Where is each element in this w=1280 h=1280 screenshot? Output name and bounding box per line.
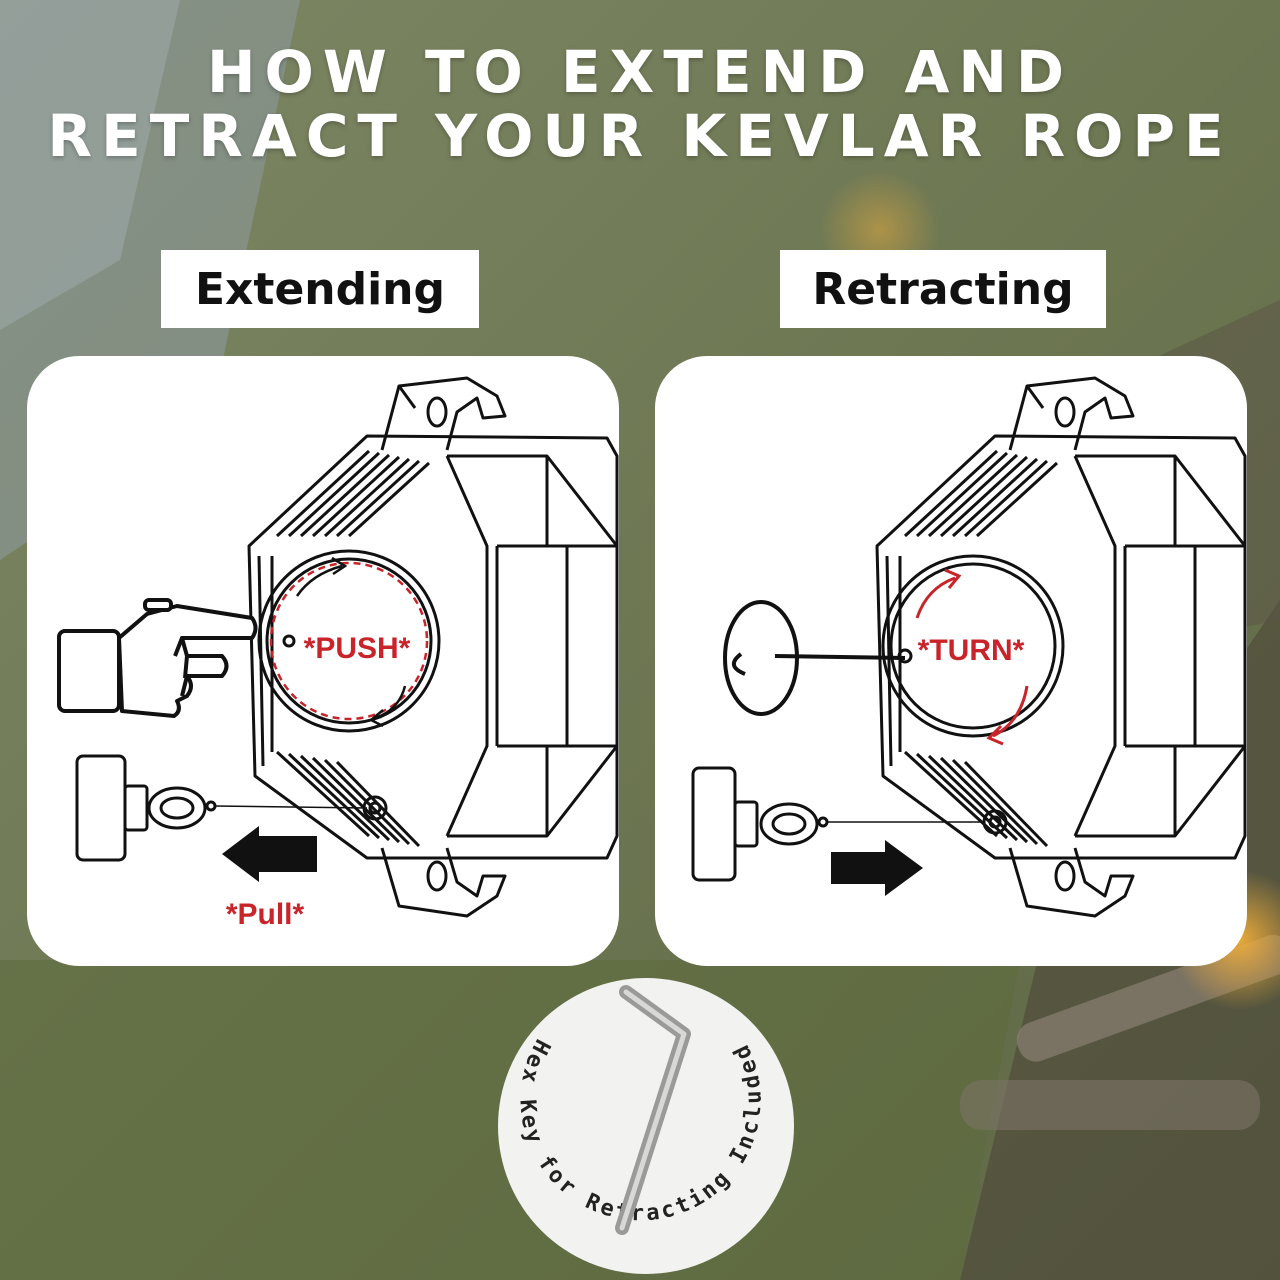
pull-arrow-icon	[222, 826, 317, 882]
extending-panel: *PUSH* *Pull*	[27, 356, 619, 966]
badge-text: Hex Key for Retracting Included	[514, 1035, 763, 1226]
svg-text:Hex Key for Retracting Include: Hex Key for Retracting Included	[514, 1035, 766, 1226]
title-line-1: HOW TO EXTEND AND	[206, 38, 1074, 106]
retract-arrow-icon	[831, 840, 923, 896]
extending-diagram: *PUSH* *Pull*	[57, 376, 619, 931]
hex-key-badge: Hex Key for Retracting Included	[498, 978, 794, 1274]
retracting-diagram: *TURN*	[691, 376, 1247, 918]
pull-label: *Pull*	[226, 898, 305, 931]
pointing-hand-icon	[57, 598, 258, 718]
page-title: HOW TO EXTEND AND RETRACT YOUR KEVLAR RO…	[0, 40, 1280, 168]
magnet-icon-retract	[691, 766, 829, 882]
extending-label: Extending	[161, 250, 479, 328]
push-label: *PUSH*	[304, 632, 411, 665]
hex-key-loop-icon	[723, 600, 906, 716]
magnet-icon	[75, 754, 217, 862]
turn-label: *TURN*	[918, 634, 1025, 667]
retracting-label: Retracting	[780, 250, 1106, 328]
title-line-2: RETRACT YOUR KEVLAR ROPE	[47, 102, 1233, 170]
hex-key-icon	[615, 985, 691, 1235]
retracting-panel: *TURN*	[655, 356, 1247, 966]
